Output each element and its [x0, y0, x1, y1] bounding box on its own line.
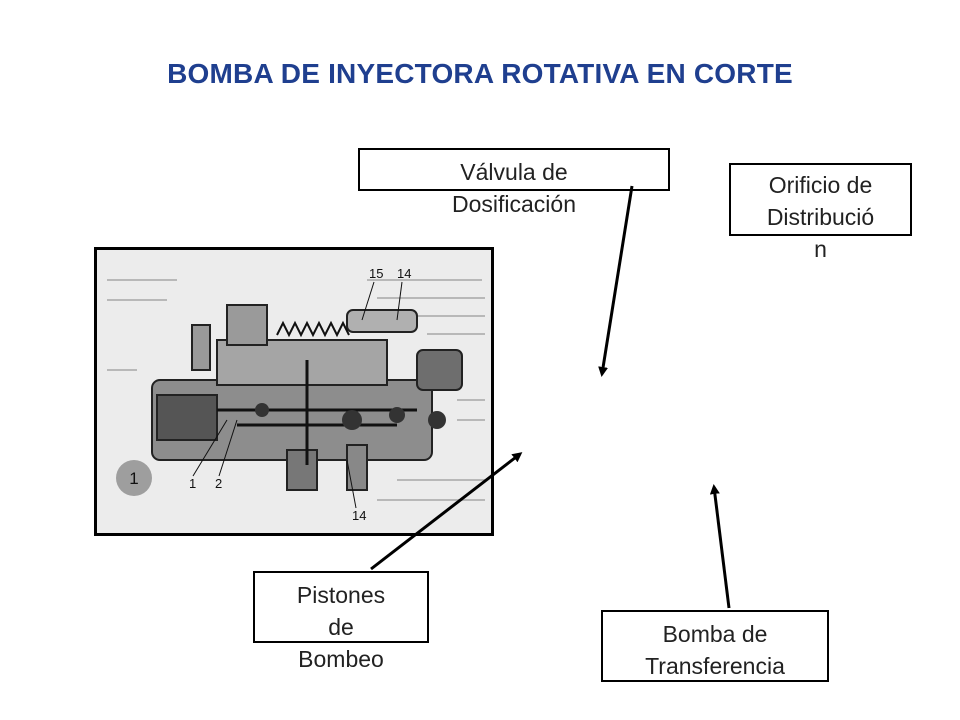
pistones-line-2: de	[328, 614, 354, 640]
bomba-box	[601, 610, 829, 682]
valvula-line-1: Válvula de	[460, 159, 568, 185]
orificio-line-1: Orificio de	[768, 172, 873, 198]
pump-cutaway-illustration: 1 15 14 1 2 14	[94, 247, 494, 536]
valvula-box	[358, 148, 670, 191]
pistones-line-3: Bombeo	[298, 646, 384, 672]
arrow-bomba	[709, 484, 731, 609]
callout-14-bottom: 14	[352, 508, 366, 523]
orificio-line-3: n	[814, 236, 827, 262]
valvula-label: Válvula de Dosificación	[358, 156, 670, 220]
orificio-label: Orificio de Distribució n	[729, 169, 912, 265]
callout-1: 1	[189, 476, 196, 491]
slide-title: BOMBA DE INYECTORA ROTATIVA EN CORTE	[167, 58, 793, 89]
callout-15: 15	[369, 266, 383, 281]
pistones-box	[253, 571, 429, 643]
bomba-line-2: Transferencia	[645, 653, 785, 679]
orificio-box	[729, 163, 912, 236]
pistones-label: Pistones de Bombeo	[253, 579, 429, 675]
figure-badge	[116, 460, 152, 496]
valvula-line-2: Dosificación	[452, 191, 576, 217]
bomba-line-1: Bomba de	[662, 621, 768, 647]
callout-2: 2	[215, 476, 222, 491]
callout-14-top: 14	[397, 266, 411, 281]
figure-badge-number: 1	[129, 469, 138, 488]
pistones-line-1: Pistones	[296, 582, 386, 608]
arrow-valvula	[598, 185, 634, 377]
arrow-pistones	[370, 452, 523, 571]
pump-cutaway-drawing: 1 15 14 1 2 14	[97, 250, 491, 533]
orificio-line-2: Distribució	[766, 204, 875, 230]
bomba-label: Bomba de Transferencia	[601, 618, 829, 682]
